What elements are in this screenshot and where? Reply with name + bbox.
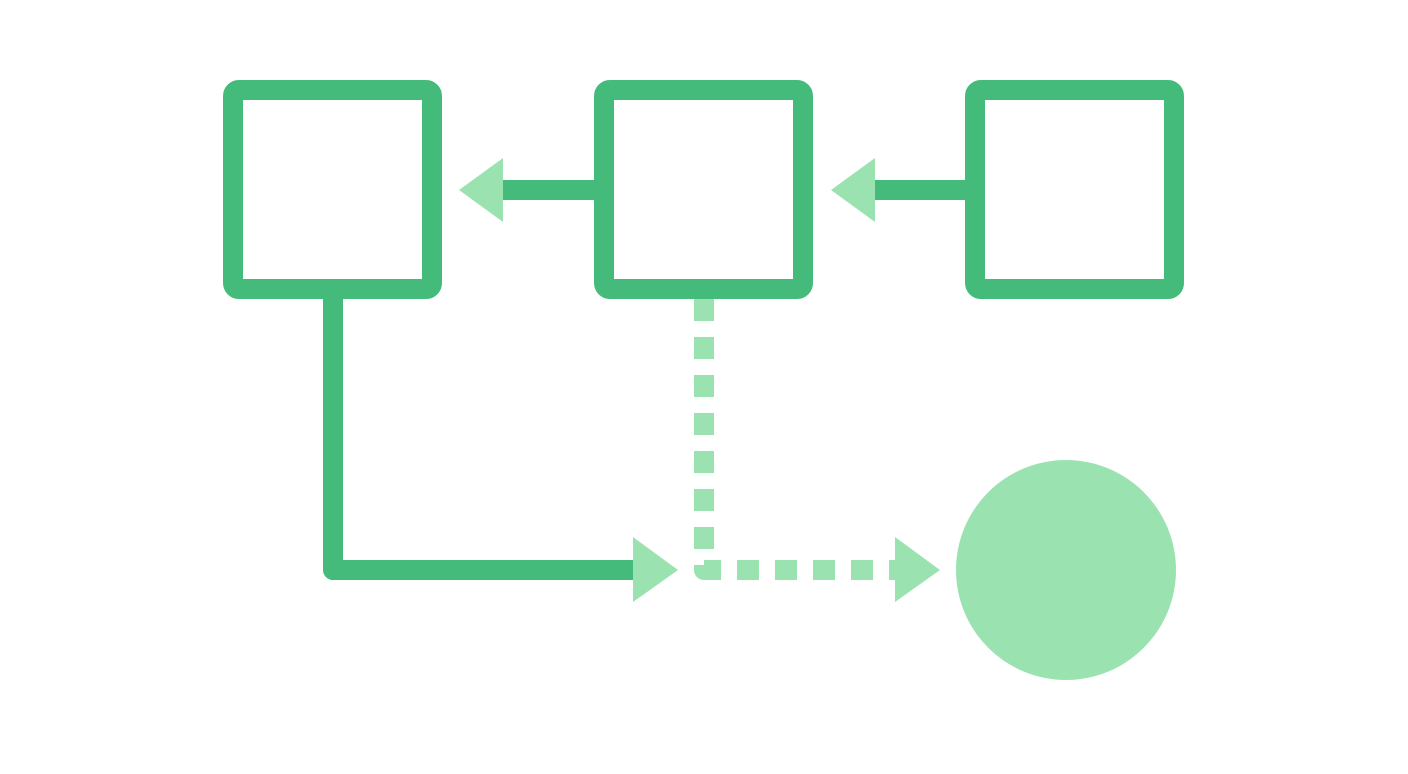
connector-right-to-middle [831, 158, 975, 222]
circle-target [956, 460, 1176, 680]
arrowhead-right-icon [633, 537, 678, 602]
connector-left-to-junction [323, 289, 678, 602]
arrowhead-right-icon [895, 537, 940, 602]
connector-middle-to-circle [694, 299, 940, 602]
connector-elbow-line [323, 289, 633, 580]
box-left [223, 80, 442, 299]
arrowhead-left-icon [459, 158, 503, 222]
arrowhead-left-icon [831, 158, 875, 222]
box-right [965, 80, 1184, 299]
connector-middle-to-left [459, 158, 604, 222]
connector-dashed-elbow-line [694, 299, 896, 580]
box-middle [594, 80, 813, 299]
